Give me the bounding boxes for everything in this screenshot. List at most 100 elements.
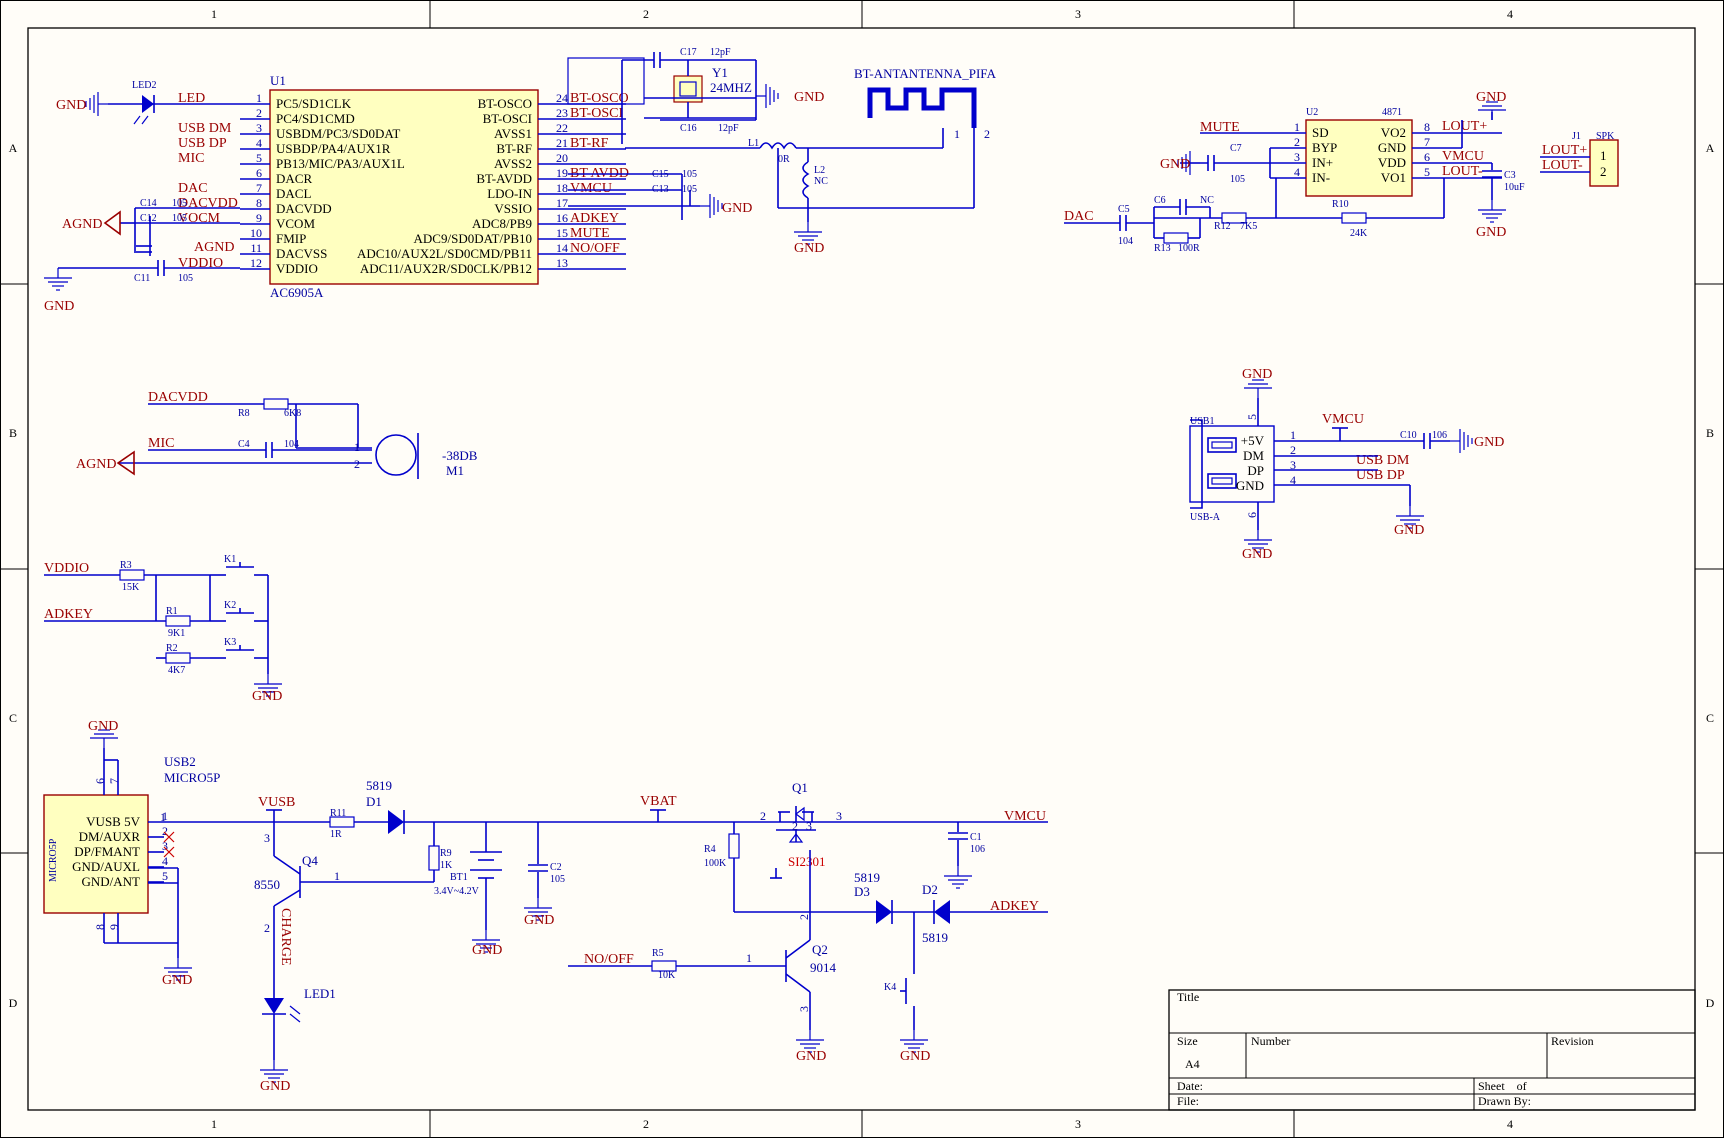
u1-pin-number: 15 [556, 226, 568, 240]
l2-ref: L2 [814, 165, 825, 176]
pifa-antenna-icon [867, 87, 977, 128]
usb2-pin-name: GND/AUXL [72, 859, 140, 874]
l1-inductor-icon [759, 142, 797, 150]
gnd-label-c2: GND [524, 913, 554, 928]
bt1-ref: BT1 [450, 872, 468, 883]
usb1-pin-name: DM [1243, 448, 1264, 463]
l2-inductor-icon [802, 161, 810, 199]
u1-pin-number: 6 [256, 166, 262, 180]
u1-pin-name: BT-OSCI [483, 111, 532, 126]
r4-ref: R4 [704, 844, 716, 855]
title-label: Title [1177, 990, 1199, 1004]
u1-pin-name: BT-OSCO [478, 96, 532, 111]
c5-value: 104 [1118, 236, 1133, 247]
col-label-4-bottom: 4 [1507, 1117, 1513, 1131]
q4-ref: Q4 [302, 853, 318, 868]
gnd-label-usb2-top: GND [88, 719, 118, 734]
r2-value: 4K7 [168, 665, 185, 676]
u1-pin-number: 24 [556, 91, 568, 105]
m1-ref: M1 [446, 463, 464, 478]
c3-value: 10uF [1504, 182, 1525, 193]
u1-right-net-label: ADKEY [570, 211, 619, 226]
vmcu-net-label-usb1: VMCU [1322, 412, 1364, 427]
j1-speaker: J1 SPK 1 2 LOUT+ LOUT- [1540, 131, 1619, 187]
date-label: Date: [1177, 1079, 1203, 1093]
u2-pin-name: IN- [1312, 170, 1330, 185]
u1-ref: U1 [270, 73, 286, 88]
gnd-label-led1: GND [260, 1079, 290, 1094]
c11-value: 105 [178, 273, 193, 284]
c17-value: 12pF [710, 47, 731, 58]
led2-ref: LED2 [132, 80, 156, 91]
dac-filter: DAC C5 104 C6 NC R12 7K5 R13 100R [1064, 195, 1276, 254]
c16-ref: C16 [680, 123, 697, 134]
c1-value: 106 [970, 844, 985, 855]
crystal-group: GND C17 12pF Y1 24MHZ C16 12pF [567, 47, 824, 144]
led2-group: LED2 GND [56, 80, 240, 125]
vmcu-net-label-power: VMCU [1004, 809, 1046, 824]
usb1-pin-number: 1 [1290, 428, 1296, 442]
u1-pin-number: 16 [556, 211, 568, 225]
gnd-label-k4: GND [900, 1049, 930, 1064]
lout-plus-label: LOUT+ [1542, 143, 1587, 158]
gnd-label-q2: GND [796, 1049, 826, 1064]
d2-value: 5819 [922, 930, 948, 945]
r3-resistor-icon [119, 569, 145, 581]
row-label-b: B [9, 426, 17, 440]
col-label-1: 1 [211, 7, 217, 21]
u1-pin-name: FMIP [276, 231, 306, 246]
u1-pin-name: VSSIO [494, 201, 532, 216]
r1-ref: R1 [166, 606, 178, 617]
d2-diode-icon [934, 900, 950, 924]
l1-ref: L1 [748, 138, 759, 149]
mic-net-label: MIC [148, 436, 174, 451]
c13-value: 105 [682, 184, 697, 195]
u1-pin-name: DACVSS [276, 246, 327, 261]
usb-port-icon [1207, 473, 1237, 489]
u1-right-net-label: BT-RF [570, 136, 609, 151]
usb2-pin-number: 5 [162, 869, 168, 883]
c6-value: NC [1200, 195, 1214, 206]
r12-ref: R12 [1214, 221, 1231, 232]
led1-ref: LED1 [304, 986, 336, 1001]
u1-left-net-label: MIC [178, 151, 204, 166]
q2-value: 9014 [810, 960, 837, 975]
c15-value: 105 [682, 169, 697, 180]
u1-pin-name: VDDIO [276, 261, 318, 276]
u1-pin-name: PC5/SD1CLK [276, 96, 352, 111]
col-label-4: 4 [1507, 7, 1513, 21]
u1-pin-number: 18 [556, 181, 568, 195]
sheet-label: Sheet of [1478, 1079, 1527, 1093]
r4-value: 100K [704, 858, 727, 869]
q2-pin3: 3 [797, 1006, 811, 1012]
usb2-pin9: 9 [107, 924, 121, 930]
gnd-icon [43, 267, 73, 291]
r9-ref: R9 [440, 848, 452, 859]
c7-value: 105 [1230, 174, 1245, 185]
r8-value: 6K8 [284, 408, 301, 419]
c14-c12-group: AGND C14 105 C12 105 [62, 198, 240, 256]
gnd-label-c7: GND [1160, 157, 1190, 172]
u1-pin-number: 17 [556, 196, 568, 210]
usb2-ref: USB2 [164, 754, 196, 769]
q1-pin2-inner: 2 [792, 819, 798, 833]
k1-ref: K1 [224, 554, 236, 565]
usb1-pin5: 5 [1245, 414, 1259, 420]
antenna-pin2: 2 [984, 127, 990, 141]
d2-ref: D2 [922, 882, 938, 897]
u1-part: AC6905A [270, 285, 324, 300]
u2-wiring: MUTE GND C7 105 R10 24K GND C3 10uF GND [1160, 90, 1525, 240]
u2-pin-name: VO1 [1381, 170, 1406, 185]
u1-pin-number: 3 [256, 121, 262, 135]
gnd-label-c10: GND [1474, 435, 1504, 450]
usb1-pin-name: GND [1236, 478, 1264, 493]
usb2-body-label: MICRO5P [48, 838, 59, 882]
r4-resistor-icon [728, 833, 740, 859]
c5-ref: C5 [1118, 204, 1130, 215]
c12-value: 105 [172, 213, 187, 224]
u1-pin-number: 2 [256, 106, 262, 120]
